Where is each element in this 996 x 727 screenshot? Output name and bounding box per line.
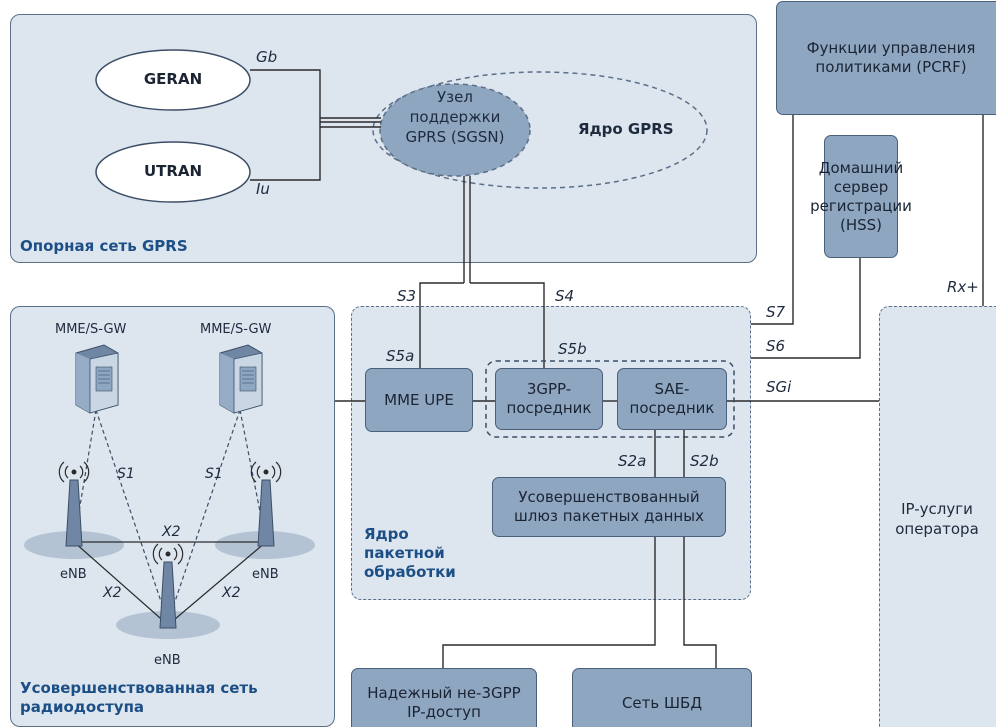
pcrf-node: Функции управления политиками (PCRF) [776,1,996,115]
iu-interface-label: Iu [256,180,270,198]
gprs-core-label: Ядро GPRS [578,120,674,138]
enb-right-label: eNB [252,567,279,582]
s1-left-label: S1 [117,466,135,482]
gw-trusted-line [442,537,656,668]
x2-right-label: X2 [222,585,241,601]
gateway-node: Усовершенствованный шлюз пакетных данных [492,477,726,537]
iu-line [250,126,381,181]
s1-left-line [73,409,97,543]
s7-label: S7 [766,303,786,321]
sgsn-ellipse [379,83,531,177]
geran-label: GERAN [143,70,203,88]
antenna-icon [58,461,90,547]
geran-ellipse [95,49,251,111]
x2-top-label: X2 [162,524,181,540]
s5b-label: S5b [558,340,587,358]
s6-label: S6 [766,337,786,355]
s2a-label: S2a [618,452,647,470]
s4-line [470,282,545,368]
utran-label: UTRAN [143,162,203,180]
s1-right-label: S1 [205,466,223,482]
gpp-proxy-node: 3GPP-посредник [495,368,603,430]
sgsn-label: Узел поддержки GPRS (SGSN) [405,88,505,146]
hss-node: Домашний сервер регистрации (HSS) [810,135,912,258]
s3-label: S3 [397,287,417,305]
sae-proxy-node: SAE-посредник [617,368,727,430]
utran-ellipse [95,141,251,203]
server-icon [75,344,119,414]
s7-line [751,115,794,325]
x2-left-label: X2 [103,585,122,601]
s3-line [419,282,464,368]
packet-core-title: Ядро пакетной обработки [364,525,456,581]
gb-interface-label: Gb [256,48,278,66]
ip-services-label: IP-услуги оператора [895,500,979,538]
gprs-region-title: Опорная сеть GPRS [20,237,188,255]
server-icon [219,344,263,414]
enb-bottom-label: eNB [154,653,181,668]
s4-label: S4 [555,287,575,305]
radio-access-region [10,306,335,727]
proxy-group-frame [485,360,735,438]
enb-left-label: eNB [60,567,87,582]
gw-wlan-line [683,537,717,668]
mme-upe-node: MME UPE [365,368,473,432]
sgi-label: SGi [766,378,792,396]
x2-left-line [73,541,169,626]
gb-line [250,69,381,119]
trusted-access-node: Надежный не-3GPP IP-доступ [351,668,537,727]
radio-region-title: Усовершенствованная сеть радиодоступа [20,679,258,716]
gprs-core-ellipse [372,71,708,189]
ip-services-region [879,306,996,727]
antenna-icon [250,461,282,547]
s5a-label: S5a [386,347,415,365]
mme-sgw-left-label: MME/S-GW [55,322,127,337]
wlan-node: Сеть ШБД [572,668,752,727]
s6-line [751,258,861,359]
rx-label: Rx+ [947,278,979,296]
mme-sgw-right-label: MME/S-GW [200,322,272,337]
s2b-label: S2b [690,452,719,470]
antenna-icon [152,543,184,629]
x2-right-line [167,541,267,626]
